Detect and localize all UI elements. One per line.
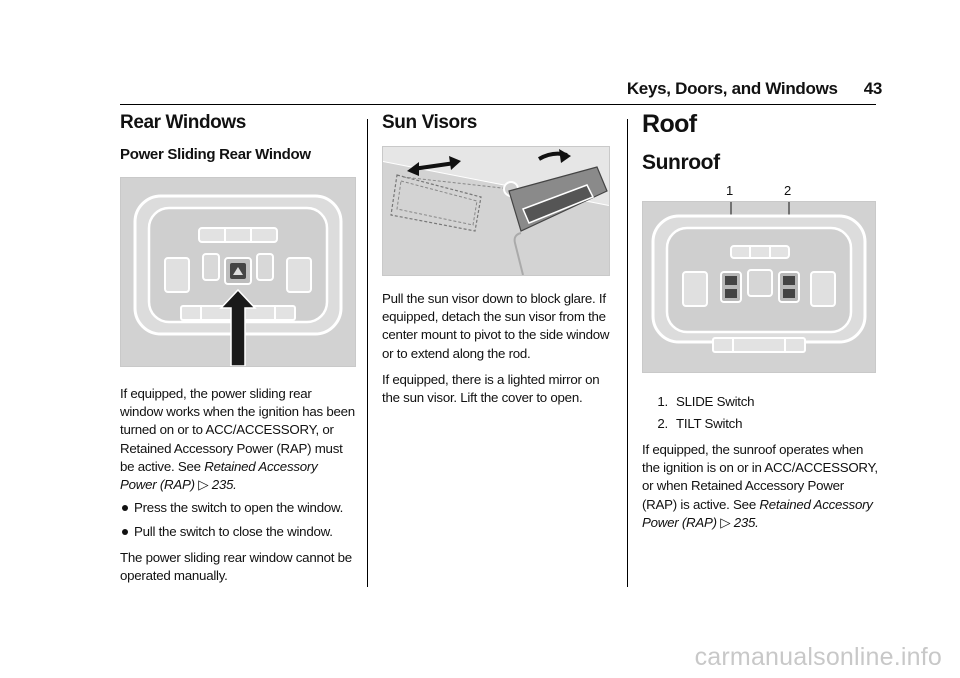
page-header: Keys, Doors, and Windows 43 [627, 79, 882, 99]
sun-visors-section: Sun Visors Pull the sun visor down to bl… [382, 112, 614, 407]
cross-reference-link[interactable]: Retained Accessory Power (RAP) [642, 496, 873, 530]
sun-visor-figure [382, 146, 610, 276]
body-paragraph: Pull the sun visor down to block glare. … [382, 291, 610, 361]
callout-row: 1 2 [642, 181, 874, 201]
list-item-text: TILT Switch [676, 416, 743, 431]
rear-windows-section: Rear Windows Power Sliding Rear Window I… [120, 112, 356, 586]
overhead-console-illustration [121, 178, 355, 366]
reference-page: 235 [211, 477, 234, 493]
list-item-text: Pull the switch to close the window. [134, 524, 333, 540]
overhead-console-figure [120, 177, 356, 367]
subsection-heading: Sunroof [642, 151, 720, 174]
column-divider [367, 119, 368, 587]
paragraph-text: If equipped, the power sliding rear wind… [120, 386, 355, 474]
list-item-text: SLIDE Switch [676, 394, 755, 409]
bullet-icon [122, 529, 128, 536]
bullet-icon [122, 505, 128, 512]
roof-section: Roof Sunroof 1 2 1 [642, 110, 878, 532]
section-heading: Rear Windows [120, 112, 246, 133]
section-heading: Roof [642, 110, 697, 138]
sun-visor-illustration [383, 147, 609, 275]
bullet-list: Press the switch to open the window. Pul… [120, 499, 356, 541]
subsection-heading: Power Sliding Rear Window [120, 146, 311, 163]
sunroof-console-figure [642, 201, 876, 373]
list-item: 1. SLIDE Switch [650, 393, 878, 411]
list-item: Press the switch to open the window. [120, 499, 356, 517]
column-divider [627, 119, 628, 587]
list-number: 1. [657, 394, 668, 409]
reference-page: 235 [733, 514, 756, 530]
section-heading: Sun Visors [382, 112, 477, 133]
body-paragraph: If equipped, the sunroof operates when t… [642, 442, 878, 530]
page-number: 43 [863, 79, 883, 98]
arrow-reference-icon: ▷ [198, 477, 209, 493]
list-item-text: Press the switch to open the window. [134, 500, 344, 516]
watermark: carmanualsonline.info [694, 643, 942, 671]
arrow-reference-icon: ▷ [720, 514, 731, 530]
section-title: Keys, Doors, and Windows [626, 79, 838, 98]
sunroof-console-illustration [643, 202, 875, 372]
list-item: 2. TILT Switch [650, 415, 878, 433]
body-paragraph: The power sliding rear window cannot be … [120, 550, 352, 584]
callout-1: 1 [726, 183, 734, 198]
cross-reference-link[interactable]: Retained Accessory Power (RAP) [120, 458, 318, 493]
numbered-list: 1. SLIDE Switch 2. TILT Switch [650, 393, 878, 433]
callout-2: 2 [784, 183, 792, 198]
paragraph-text: If equipped, the sunroof operates when t… [642, 442, 878, 512]
body-paragraph: If equipped, there is a lighted mirror o… [382, 371, 600, 406]
list-item: Pull the switch to close the window. [120, 523, 356, 541]
list-number: 2. [657, 416, 668, 431]
header-divider [120, 104, 876, 105]
body-paragraph: If equipped, the power sliding rear wind… [120, 386, 355, 493]
